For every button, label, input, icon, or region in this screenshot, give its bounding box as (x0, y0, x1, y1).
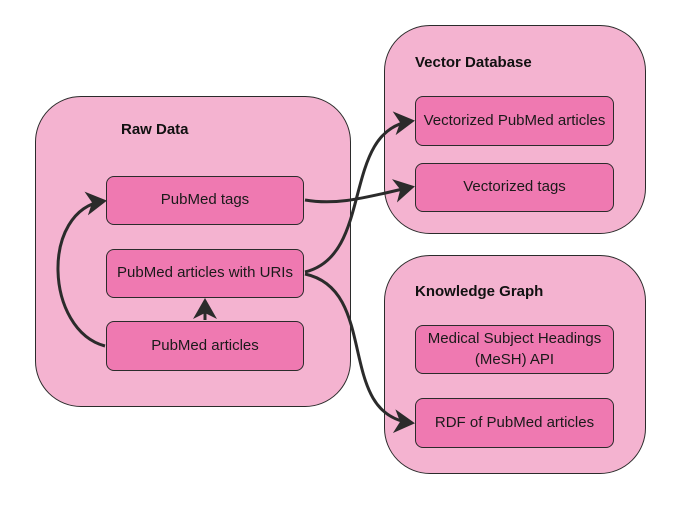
vectorized-pubmed-articles-label: Vectorized PubMed articles (423, 111, 606, 129)
vector-database-title: Vector Database (415, 54, 532, 71)
raw-data-title: Raw Data (121, 121, 189, 138)
knowledge-graph-title: Knowledge Graph (415, 283, 544, 300)
mesh-api-node[interactable]: Medical Subject Headings (MeSH) API (415, 325, 614, 374)
rdf-pubmed-articles-label: RDF of PubMed articles (434, 413, 595, 431)
vectorized-pubmed-articles-node[interactable]: Vectorized PubMed articles (415, 96, 614, 146)
mesh-api-label: Medical Subject Headings (MeSH) API (427, 330, 602, 368)
pubmed-articles-with-uris-node[interactable]: PubMed articles with URIs (106, 249, 304, 298)
pubmed-articles-with-uris-label: PubMed articles with URIs (117, 264, 293, 282)
pubmed-tags-label: PubMed tags (160, 191, 250, 209)
vectorized-tags-node[interactable]: Vectorized tags (415, 163, 614, 212)
rdf-pubmed-articles-node[interactable]: RDF of PubMed articles (415, 398, 614, 448)
pubmed-articles-node[interactable]: PubMed articles (106, 321, 304, 371)
pubmed-articles-label: PubMed articles (151, 336, 259, 354)
pubmed-tags-node[interactable]: PubMed tags (106, 176, 304, 225)
vectorized-tags-label: Vectorized tags (463, 178, 566, 196)
